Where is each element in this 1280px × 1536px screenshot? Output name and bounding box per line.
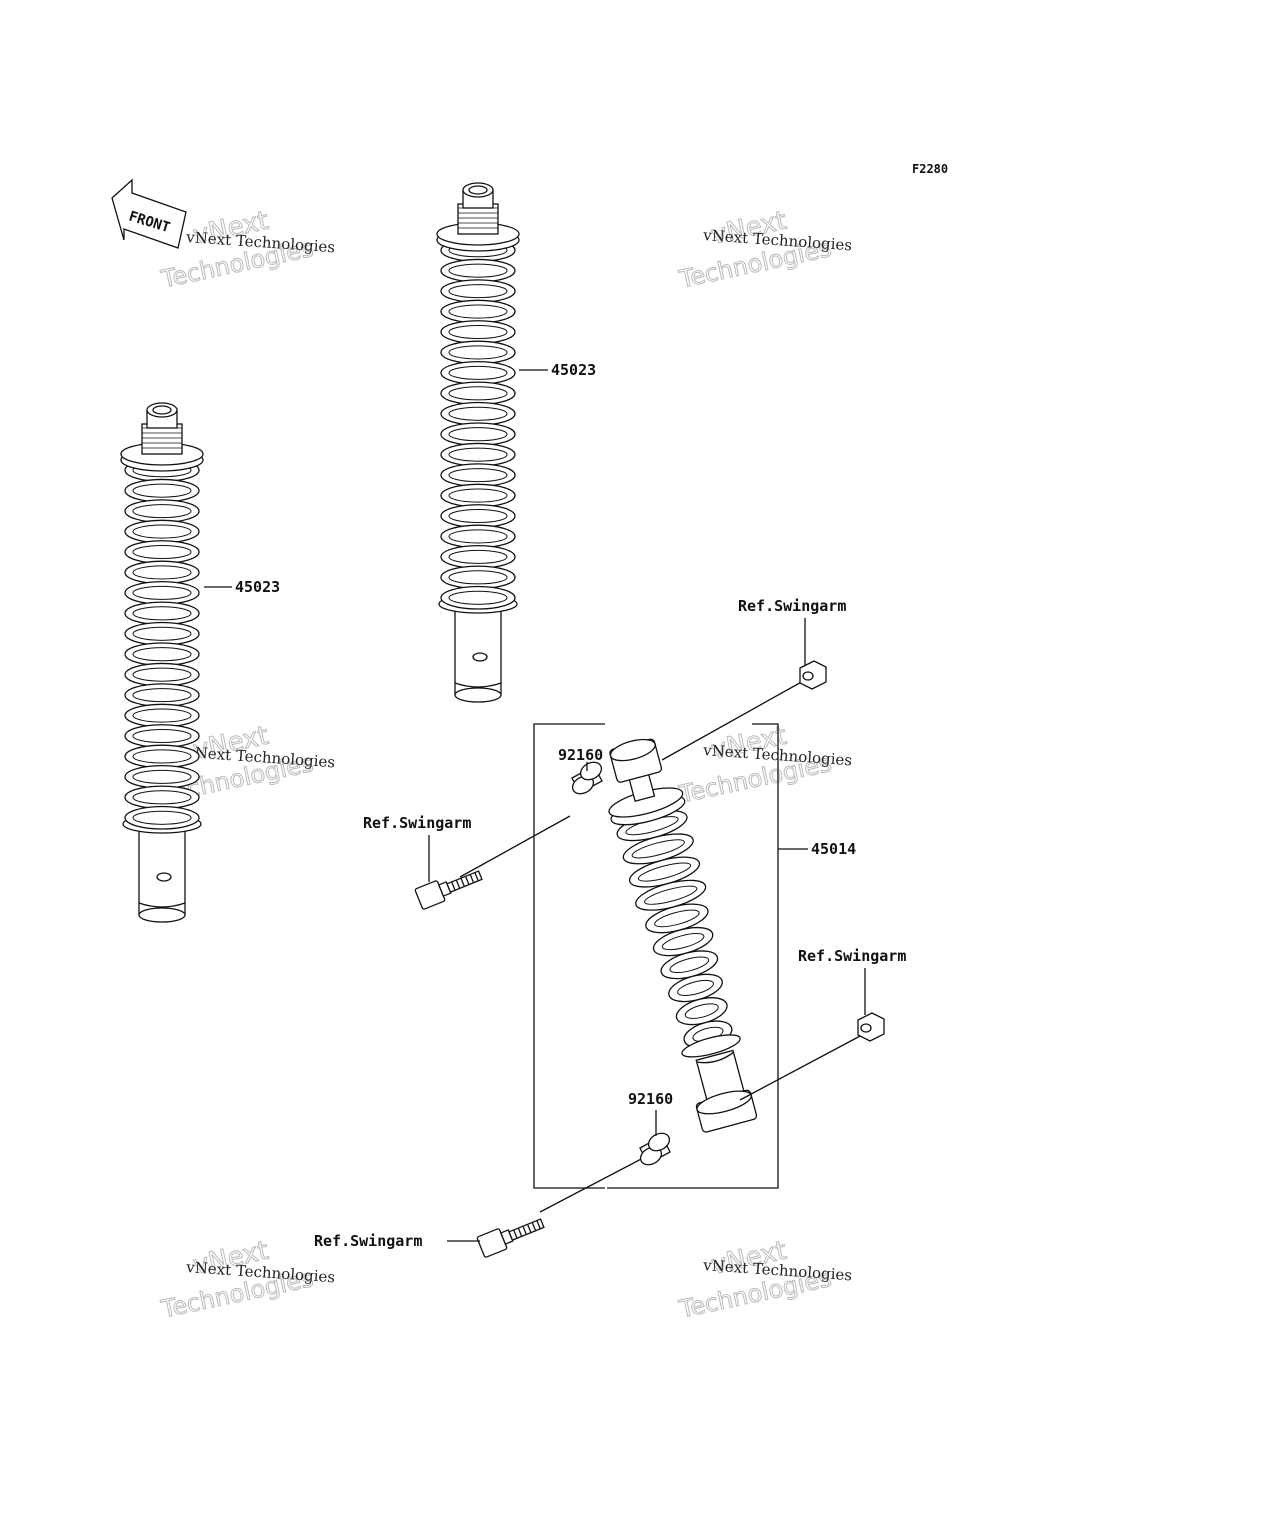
part-label-45023-left: 45023 — [235, 578, 280, 596]
ref-label-upper-nut: Ref.Swingarm — [738, 597, 846, 615]
bolt-lower — [476, 1218, 545, 1258]
part-label-92160-lower: 92160 — [628, 1090, 673, 1108]
bolt-upper — [414, 870, 483, 910]
lower-mount-hardware — [447, 968, 885, 1258]
part-label-92160-upper: 92160 — [558, 746, 603, 764]
part-label-45023-right: 45023 — [551, 361, 596, 379]
nut-upper — [799, 660, 827, 690]
ref-label-lower-nut: Ref.Swingarm — [798, 947, 906, 965]
ref-label-upper-bolt: Ref.Swingarm — [363, 814, 471, 832]
upper-mount-hardware — [414, 618, 827, 910]
ref-label-lower-bolt: Ref.Swingarm — [314, 1232, 422, 1250]
front-shock — [608, 738, 758, 1133]
front-arrow-icon: FRONT — [111, 178, 187, 249]
bushing-lower — [639, 1132, 671, 1166]
assembly-bracket — [533, 723, 808, 1189]
part-label-45014: 45014 — [811, 840, 856, 858]
figure-code: F2280 — [912, 162, 948, 176]
bushing-upper — [571, 761, 603, 795]
rear-shock-right — [436, 182, 520, 703]
nut-lower — [857, 1012, 885, 1042]
rear-shock-left — [120, 402, 204, 923]
